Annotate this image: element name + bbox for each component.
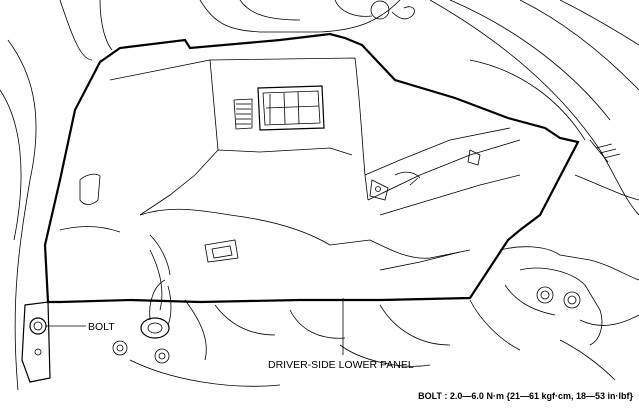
torque-spec-label: BOLT : 2.0—6.0 N·m {21—61 kgf·cm, 18—53 … xyxy=(418,391,633,401)
vehicle-structure xyxy=(0,0,639,391)
bolt-label: BOLT xyxy=(88,321,115,333)
driver-side-lower-panel xyxy=(43,32,580,304)
kick-panel xyxy=(21,301,51,383)
panel-label: DRIVER-SIDE LOWER PANEL xyxy=(268,359,414,371)
vent-grille xyxy=(233,85,325,131)
leader-lines xyxy=(46,298,344,355)
